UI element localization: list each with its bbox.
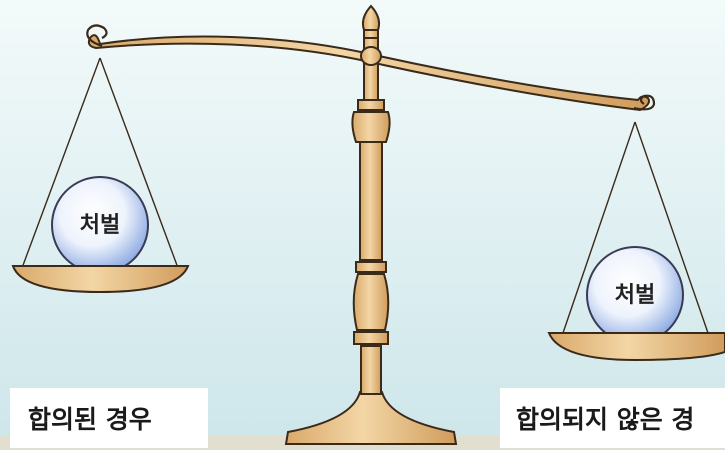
caption-not-agreed-case: 합의되지 않은 경 (500, 388, 725, 448)
beam-right-curl (633, 94, 656, 111)
left-ball: 처벌 (51, 176, 149, 274)
right-ball: 처벌 (586, 246, 684, 344)
right-pan (547, 332, 725, 362)
beam-left-curl (86, 24, 108, 48)
left-ball-label: 처벌 (80, 213, 120, 238)
caption-agreed-case: 합의된 경우 (10, 388, 208, 448)
right-pan-strings (562, 121, 709, 334)
right-ball-label: 처벌 (615, 283, 655, 308)
left-pan (11, 265, 190, 294)
left-pan-strings (21, 57, 179, 269)
pivot-hub (360, 46, 382, 66)
scale-base (284, 391, 458, 445)
